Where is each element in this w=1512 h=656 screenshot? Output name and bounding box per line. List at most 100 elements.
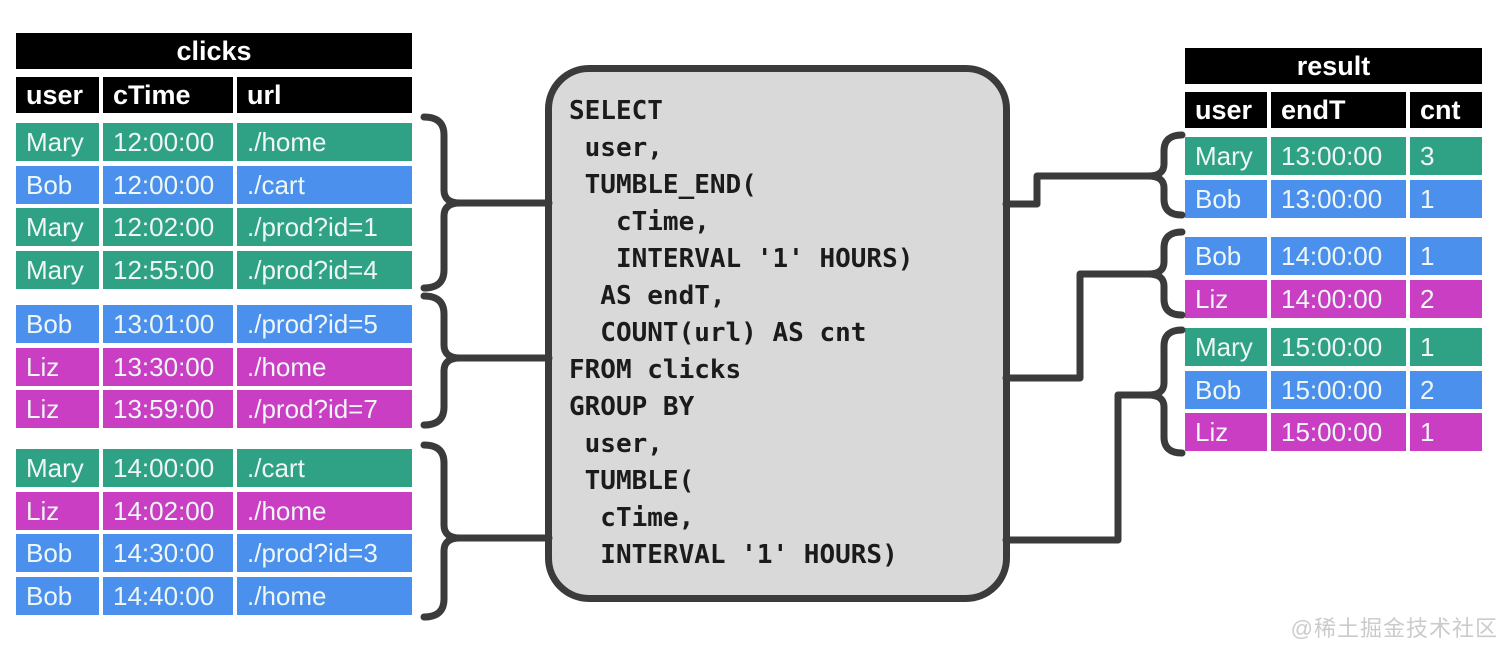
cell-user: Mary [16,250,99,289]
cell-cTime: 12:02:00 [103,208,233,246]
cell-cTime: 14:30:00 [103,534,233,572]
cell-url: ./prod?id=7 [237,390,412,428]
cell-url: ./cart [237,449,412,487]
brace-left-window-3 [420,441,464,621]
connector-right-window-3 [1002,391,1153,544]
clicks-table-title: clicks [16,33,412,69]
cell-cnt: 1 [1410,237,1482,275]
cell-endT: 15:00:00 [1271,370,1406,409]
cell-url: ./prod?id=3 [237,534,412,572]
column-header-cTime: cTime [103,77,233,113]
cell-user: Bob [1185,179,1267,218]
cell-user: Liz [1185,279,1267,318]
column-header-user: user [16,77,99,113]
connector-right-window-1 [1002,172,1153,208]
cell-user: Bob [1185,370,1267,409]
brace-left-window-1 [420,113,464,292]
cell-url: ./prod?id=1 [237,208,412,246]
cell-url: ./home [237,123,412,161]
cell-url: ./prod?id=5 [237,305,412,343]
cell-cTime: 14:02:00 [103,491,233,530]
cell-user: Bob [1185,237,1267,275]
cell-endT: 14:00:00 [1271,237,1406,275]
brace-right-window-2 [1144,228,1186,319]
cell-user: Mary [16,123,99,161]
cell-cnt: 1 [1410,179,1482,218]
cell-user: Bob [16,534,99,572]
brace-right-window-1 [1144,131,1186,219]
column-header-cnt: cnt [1410,92,1482,128]
result-table-title: result [1185,48,1482,84]
cell-user: Mary [1185,137,1267,175]
column-header-user: user [1185,92,1267,128]
connector-right-window-2 [1002,270,1153,382]
cell-user: Liz [16,390,99,428]
cell-cTime: 13:59:00 [103,390,233,428]
column-header-endT: endT [1271,92,1406,128]
cell-endT: 14:00:00 [1271,279,1406,318]
cell-cnt: 2 [1410,370,1482,409]
sql-query-code: SELECT user, TUMBLE_END( cTime, INTERVAL… [569,96,914,570]
cell-cTime: 13:01:00 [103,305,233,343]
cell-cTime: 14:00:00 [103,449,233,487]
cell-cnt: 2 [1410,279,1482,318]
cell-cnt: 1 [1410,328,1482,366]
cell-url: ./home [237,576,412,615]
cell-user: Mary [1185,328,1267,366]
cell-url: ./home [237,347,412,386]
cell-cTime: 14:40:00 [103,576,233,615]
cell-cTime: 12:00:00 [103,123,233,161]
cell-cnt: 3 [1410,137,1482,175]
cell-url: ./home [237,491,412,530]
cell-cTime: 12:00:00 [103,165,233,204]
sql-query-box: SELECT user, TUMBLE_END( cTime, INTERVAL… [545,65,1010,602]
cell-user: Bob [16,576,99,615]
cell-user: Bob [16,165,99,204]
watermark: @稀土掘金技术社区 [1290,616,1498,641]
brace-right-window-3 [1144,326,1186,457]
brace-left-window-2 [420,292,464,429]
cell-user: Mary [16,449,99,487]
cell-user: Liz [1185,413,1267,451]
cell-user: Liz [16,347,99,386]
cell-user: Mary [16,208,99,246]
cell-user: Liz [16,491,99,530]
cell-cnt: 1 [1410,413,1482,451]
cell-url: ./cart [237,165,412,204]
cell-cTime: 12:55:00 [103,250,233,289]
cell-cTime: 13:30:00 [103,347,233,386]
cell-endT: 15:00:00 [1271,328,1406,366]
cell-url: ./prod?id=4 [237,250,412,289]
cell-user: Bob [16,305,99,343]
cell-endT: 15:00:00 [1271,413,1406,451]
